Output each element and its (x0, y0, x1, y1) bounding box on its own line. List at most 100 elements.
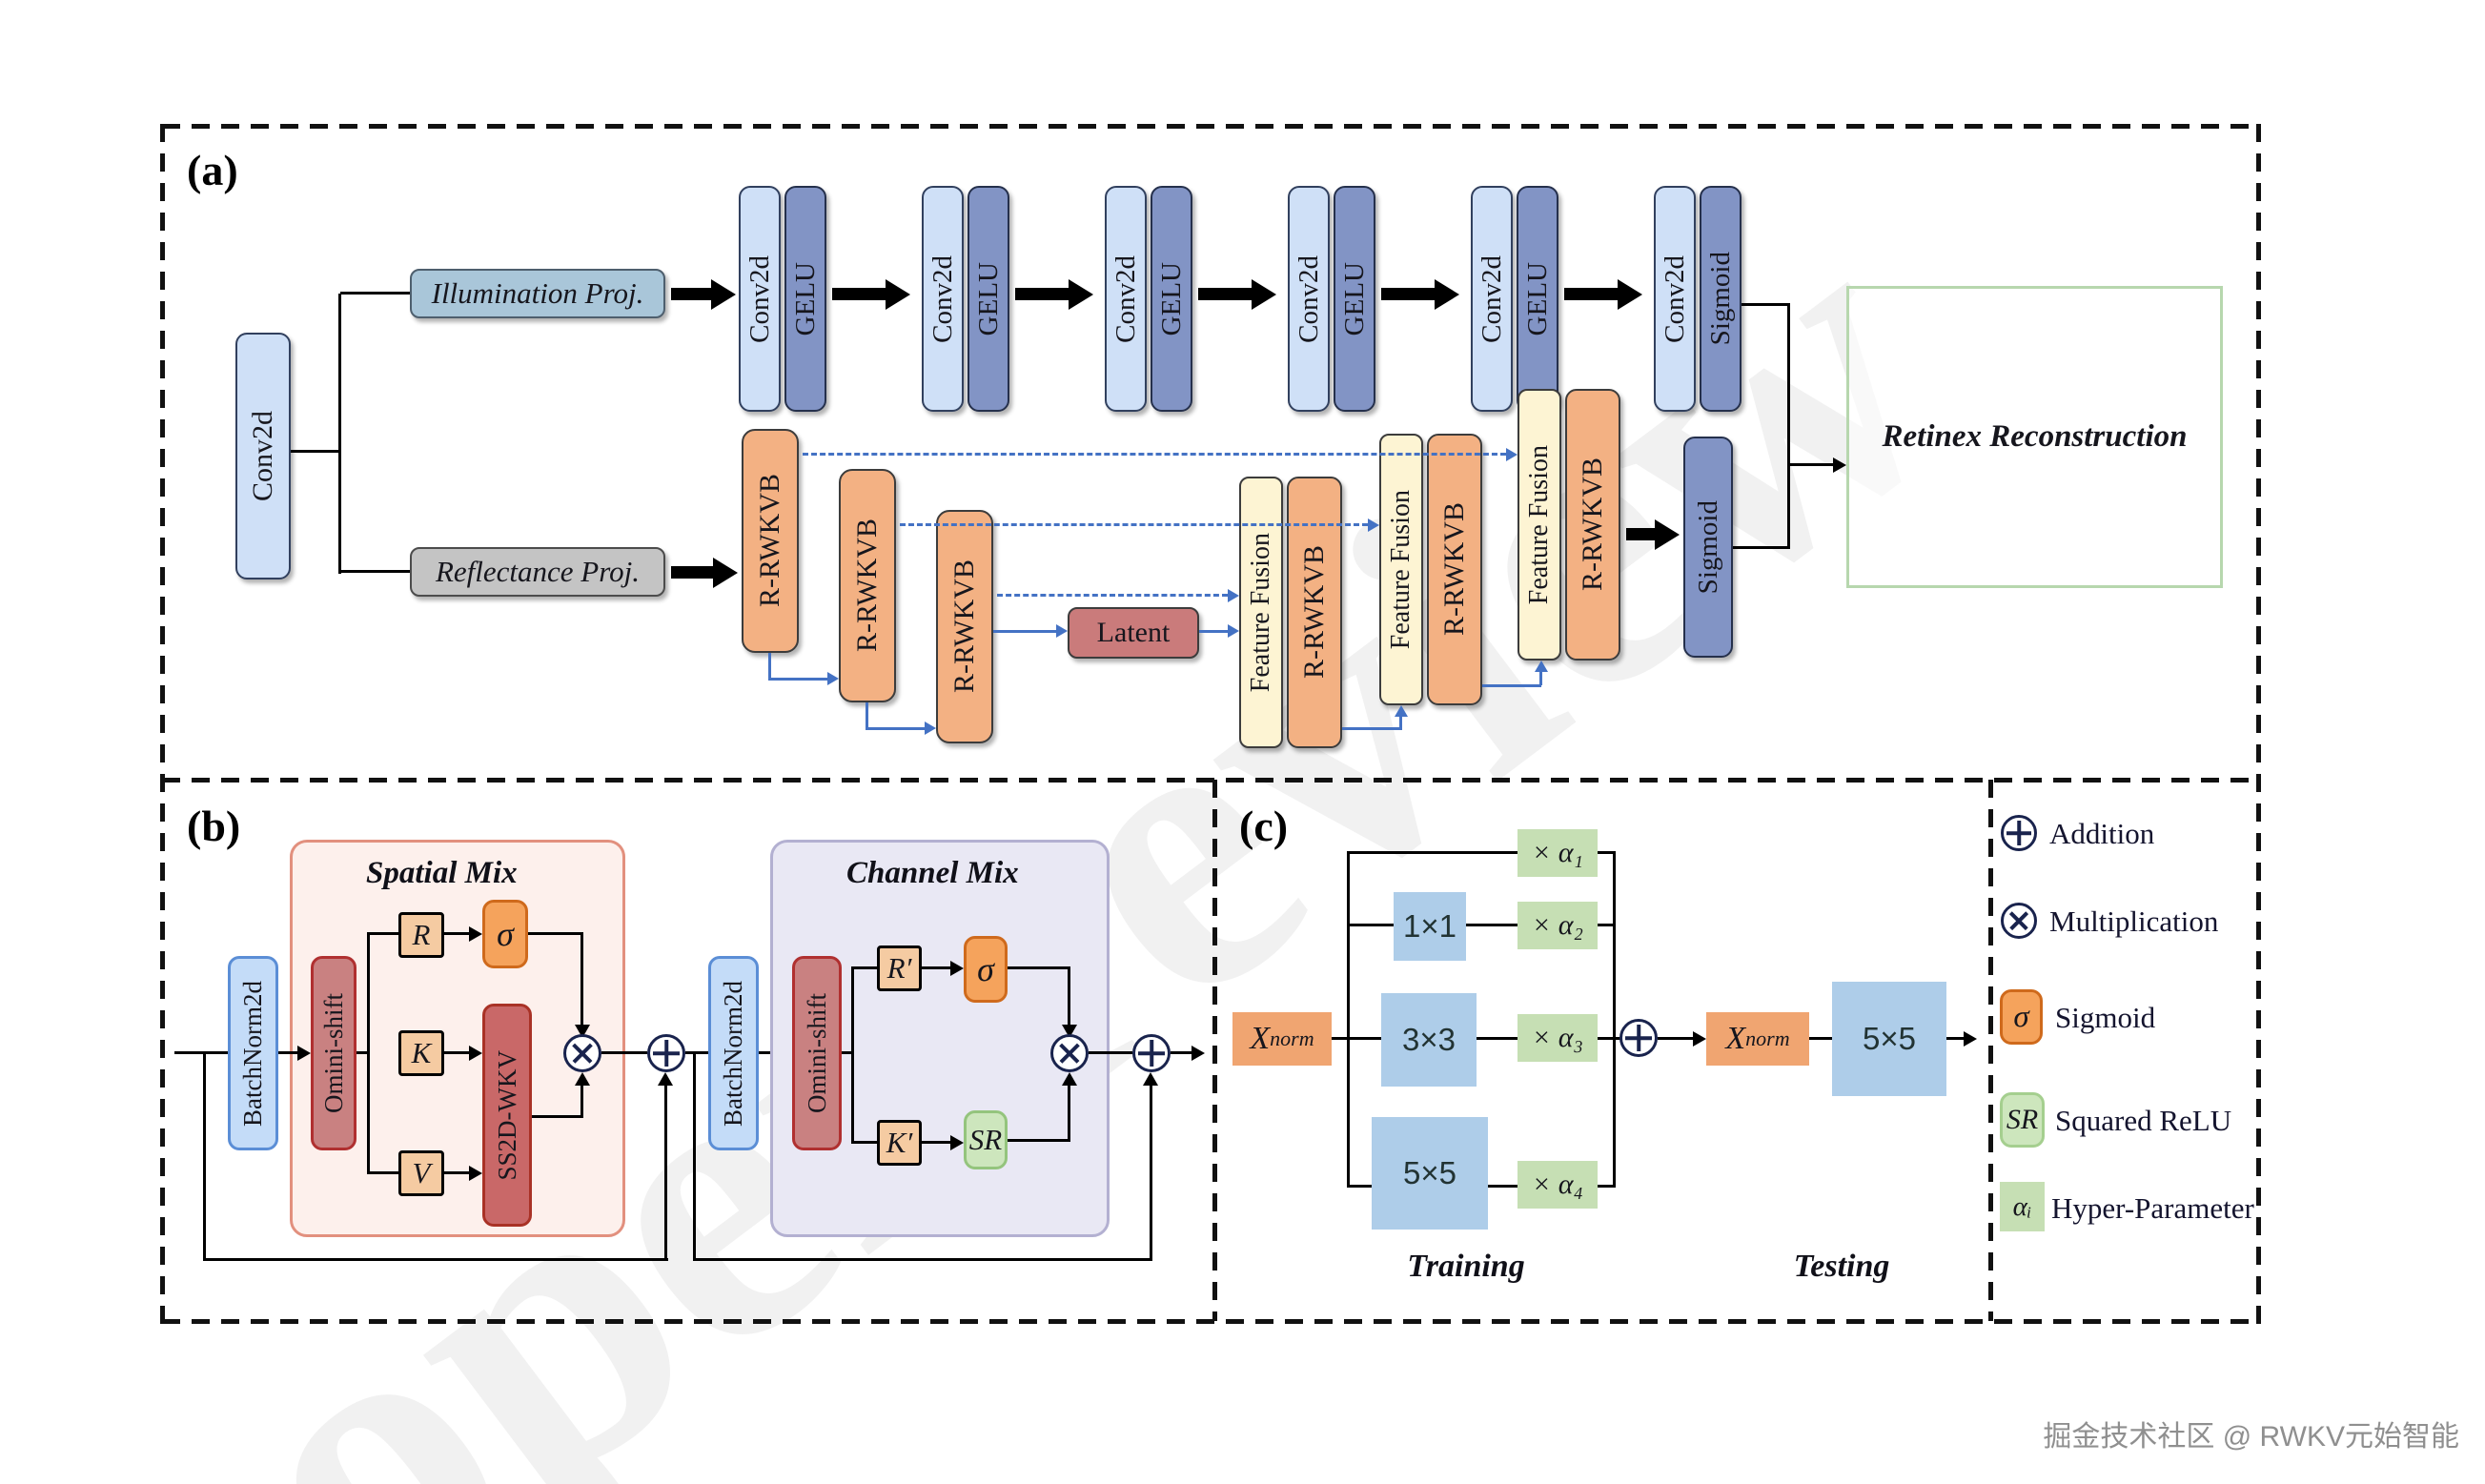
connector (1347, 851, 1517, 854)
thick-arrow (1381, 288, 1435, 300)
retinex-reconstruction-box: Retinex Reconstruction (1846, 286, 2223, 588)
connector (174, 1051, 228, 1054)
sigmoid-activation-box: σ (482, 900, 528, 968)
connector (528, 932, 583, 935)
output-sigmoid-block: Sigmoid (1683, 437, 1733, 658)
encoder-rwkvb-block: R-RWKVB (742, 429, 799, 653)
connector (1946, 1037, 1966, 1040)
arrowhead (1368, 518, 1379, 532)
skip-dashed-line (997, 594, 1228, 597)
frame-right-border (2256, 124, 2261, 1324)
frame-left-border (160, 124, 165, 1324)
multiplication-icon (1050, 1034, 1089, 1072)
encoder-rwkvb-block: R-RWKVB (839, 469, 896, 702)
connector (367, 1171, 398, 1174)
connector (340, 292, 410, 295)
skip-connector (1539, 670, 1542, 685)
connector (693, 1258, 1152, 1261)
connector (338, 294, 341, 574)
skip-dashed-line (900, 523, 1368, 526)
multiplication-icon (563, 1034, 601, 1072)
connector (367, 932, 398, 935)
legend-multiplication-label: Multiplication (2049, 905, 2219, 938)
connector (203, 1053, 206, 1260)
gelu-block: GELU (1517, 186, 1558, 412)
connector (340, 570, 410, 573)
connector (532, 1115, 583, 1118)
connector (1008, 1139, 1070, 1142)
arrowhead (1228, 624, 1239, 638)
skip-dashed-line (803, 453, 1506, 456)
connector (601, 1051, 647, 1054)
connector (851, 968, 854, 1143)
connector (1008, 966, 1070, 969)
conv-block: Conv2d (1105, 186, 1147, 412)
r-prime-box: R′ (877, 945, 922, 991)
channel-mix-title: Channel Mix (846, 856, 1019, 890)
skip-connector (866, 727, 925, 730)
feature-fusion-block: Feature Fusion (1517, 389, 1561, 661)
connector (444, 1051, 471, 1054)
connector (685, 1051, 708, 1054)
connector (203, 1258, 668, 1261)
skip-connector (768, 678, 827, 681)
connector (1347, 924, 1394, 926)
connector (1150, 1082, 1152, 1260)
arrowhead (925, 722, 936, 735)
skip-connector (1482, 684, 1541, 687)
decoder-rwkvb-block: R-RWKVB (1427, 434, 1482, 705)
connector (1658, 1037, 1694, 1040)
addition-icon (647, 1034, 685, 1072)
addition-icon (1132, 1034, 1171, 1072)
alpha4-box: × α₄ (1517, 1161, 1598, 1209)
connector (851, 966, 877, 969)
gelu-block: GELU (968, 186, 1009, 412)
connector (1789, 463, 1833, 466)
connector (291, 450, 340, 453)
k-gate-box: K (398, 1030, 444, 1076)
testing-label: Testing (1793, 1249, 1890, 1284)
batchnorm-block: BatchNorm2d (228, 956, 278, 1150)
omini-shift-block: Omini-shift (792, 956, 842, 1150)
panel-divider-horizontal (162, 778, 2259, 783)
connector (693, 1053, 696, 1260)
arrowhead (658, 1072, 673, 1086)
batchnorm-block: BatchNorm2d (708, 956, 759, 1150)
skip-connector (1342, 727, 1401, 730)
skip-connector (866, 702, 868, 730)
connector (1089, 1051, 1132, 1054)
arrowhead (1964, 1031, 1977, 1047)
alpha3-box: × α₃ (1517, 1014, 1598, 1062)
thick-arrow (832, 288, 886, 300)
sigmoid-block: Sigmoid (1700, 186, 1742, 412)
feature-fusion-block: Feature Fusion (1379, 434, 1423, 705)
connector (1488, 1185, 1517, 1188)
illumination-proj-block: Illumination Proj. (410, 269, 665, 318)
skip-connector (993, 630, 1056, 633)
connector (1068, 1084, 1070, 1139)
thick-arrow (1564, 288, 1618, 300)
gelu-block: GELU (784, 186, 826, 412)
alpha2-box: × α₂ (1517, 902, 1598, 949)
latent-block: Latent (1068, 607, 1199, 659)
arrowhead (1506, 448, 1517, 461)
connector (1466, 924, 1517, 926)
thick-arrow (671, 288, 711, 300)
connector (759, 1051, 774, 1054)
conv-block: Conv2d (1471, 186, 1513, 412)
hyper-parameter-icon: αᵢ (2000, 1182, 2045, 1231)
arrowhead (297, 1046, 311, 1061)
ss2d-wkv-block: SS2D-WKV (482, 1004, 532, 1227)
connector (1598, 1185, 1616, 1188)
panel-a-label: (a) (187, 146, 238, 194)
addition-icon (1619, 1019, 1658, 1057)
connector (367, 934, 370, 1173)
frame-bottom-border (162, 1319, 2261, 1324)
arrowhead (575, 1072, 590, 1086)
connector (278, 1051, 299, 1054)
credit-watermark: 掘金技术社区 @ RWKV元始智能 (2043, 1421, 2459, 1453)
arrowhead (1535, 661, 1548, 672)
connector (1809, 1037, 1832, 1040)
arrowhead (1833, 457, 1846, 473)
